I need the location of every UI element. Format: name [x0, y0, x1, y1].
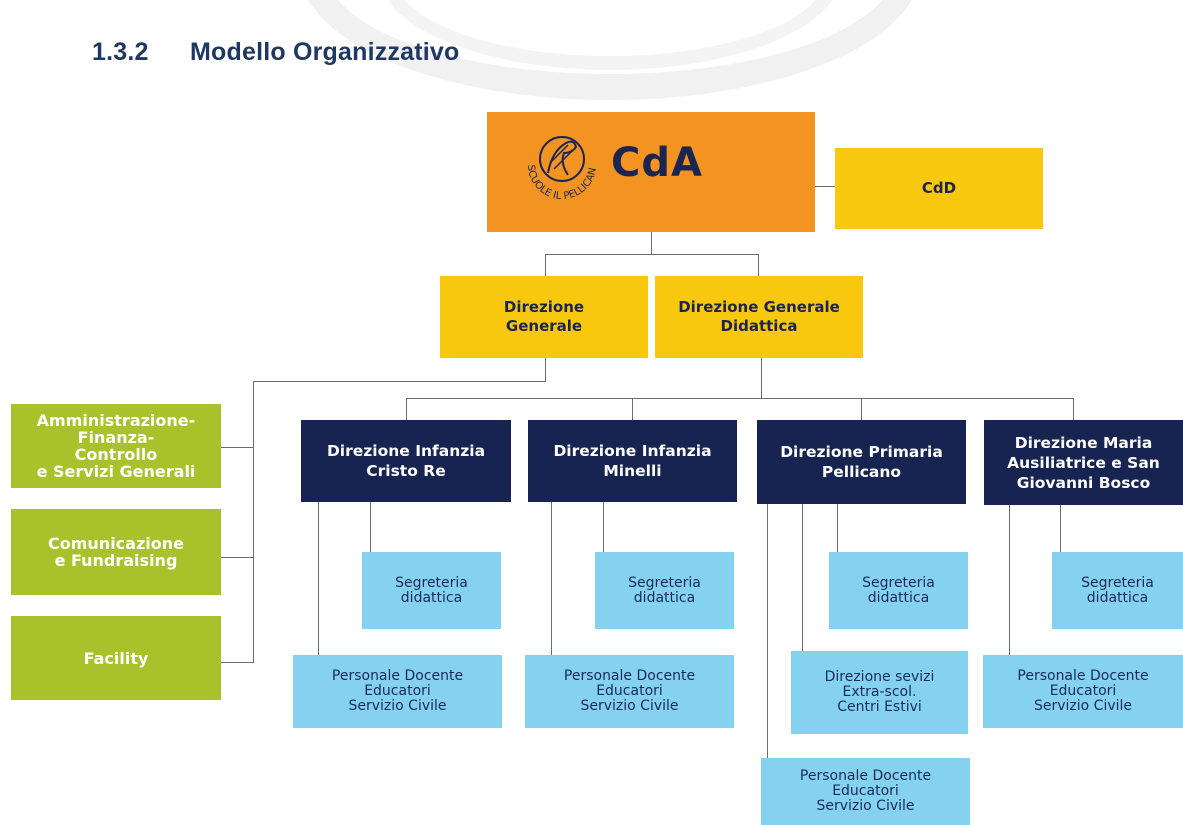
cda-label: CdA — [611, 140, 703, 186]
connector — [545, 254, 546, 276]
service-amministrazione: Amministrazione- Finanza- Controllo e Se… — [11, 404, 221, 488]
connector — [603, 502, 604, 552]
section-heading: 1.3.2 Modello Organizzativo — [92, 38, 460, 67]
connector — [221, 662, 254, 663]
connector — [651, 232, 652, 254]
connector — [1073, 398, 1074, 420]
segreteria-didattica-pellicano: Segreteria didattica — [829, 552, 968, 629]
personale-maria-ausiliatrice: Personale Docente Educatori Servizio Civ… — [983, 655, 1183, 728]
connector — [545, 254, 759, 255]
connector — [551, 502, 552, 655]
section-title: Modello Organizzativo — [190, 38, 460, 66]
connector — [758, 254, 759, 276]
svg-text:SCUOLE IL PELLICANO: SCUOLE IL PELLICANO — [514, 117, 599, 202]
cda-box — [487, 112, 815, 232]
personale-minelli: Personale Docente Educatori Servizio Civ… — [525, 655, 734, 728]
pelican-logo-icon: SCUOLE IL PELLICANO — [514, 117, 599, 202]
section-number: 1.3.2 — [92, 38, 149, 66]
direzione-primaria-pellicano: Direzione Primaria Pellicano — [757, 420, 966, 504]
connector — [318, 502, 319, 655]
connector — [253, 381, 254, 663]
connector — [761, 358, 762, 398]
connector — [1009, 505, 1010, 655]
direzione-generale-didattica-box: Direzione Generale Didattica — [655, 276, 863, 358]
personale-pellicano: Personale Docente Educatori Servizio Civ… — [761, 758, 970, 825]
direzione-generale-box: Direzione Generale — [440, 276, 648, 358]
connector — [861, 398, 862, 420]
logo-text: SCUOLE IL PELLICANO — [514, 117, 599, 202]
connector — [632, 398, 633, 420]
direzione-maria-ausiliatrice: Direzione Maria Ausiliatrice e San Giova… — [984, 420, 1183, 505]
segreteria-didattica-cristo-re: Segreteria didattica — [362, 552, 501, 629]
service-comunicazione: Comunicazione e Fundraising — [11, 509, 221, 595]
direzione-infanzia-minelli: Direzione Infanzia Minelli — [528, 420, 737, 502]
connector — [802, 504, 803, 651]
connector — [370, 502, 371, 552]
direzione-infanzia-cristo-re: Direzione Infanzia Cristo Re — [301, 420, 511, 502]
service-facility: Facility — [11, 616, 221, 700]
connector — [815, 186, 835, 187]
segreteria-didattica-maria-ausiliatrice: Segreteria didattica — [1052, 552, 1183, 629]
connector — [837, 504, 838, 552]
connector — [221, 447, 254, 448]
connector — [406, 398, 407, 420]
personale-cristo-re: Personale Docente Educatori Servizio Civ… — [293, 655, 502, 728]
cdd-box: CdD — [835, 148, 1043, 229]
segreteria-didattica-minelli: Segreteria didattica — [595, 552, 734, 629]
connector — [406, 398, 1074, 399]
connector — [767, 504, 768, 758]
connector — [221, 557, 254, 558]
connector — [253, 381, 546, 382]
connector — [1060, 505, 1061, 552]
direzione-servizi-extra-scolastici: Direzione sevizi Extra-scol. Centri Esti… — [791, 651, 968, 734]
connector — [545, 358, 546, 381]
